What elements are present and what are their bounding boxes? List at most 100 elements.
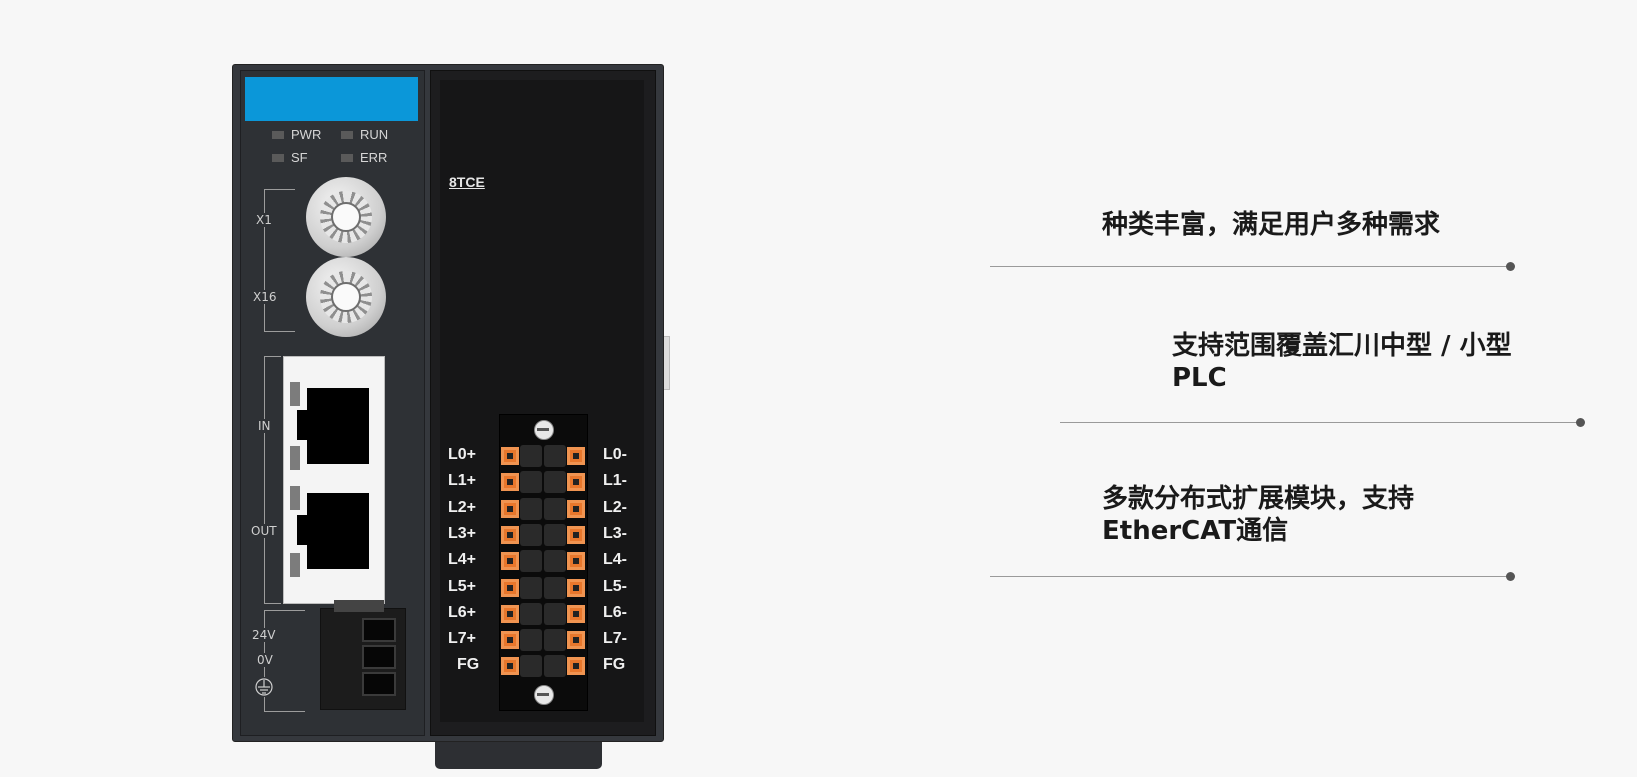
terminal-clamp-left[interactable] xyxy=(501,657,519,675)
feature-2-dot xyxy=(1576,418,1585,427)
terminal-label-left: L0+ xyxy=(448,446,477,463)
terminal-clamp-left[interactable] xyxy=(501,500,519,518)
feature-3-line1: 多款分布式扩展模块，支持 xyxy=(1102,484,1415,514)
terminal-clamp-right[interactable] xyxy=(567,447,585,465)
port-out-led xyxy=(290,486,300,510)
feature-3-text: 多款分布式扩展模块，支持 EtherCAT通信 xyxy=(1102,483,1414,547)
terminal-clamp-right[interactable] xyxy=(567,631,585,649)
rotary-switch-x16[interactable] xyxy=(306,257,386,337)
terminal-label-right: L3- xyxy=(603,525,627,542)
led-run-label: RUN xyxy=(360,127,389,142)
terminal-cell xyxy=(544,655,566,677)
terminal-label-left: FG xyxy=(457,656,480,673)
terminal-clamp-left[interactable] xyxy=(501,579,519,597)
terminal-label-right: L0- xyxy=(603,446,627,463)
terminal-cell xyxy=(544,524,566,546)
terminal-clamp-right[interactable] xyxy=(567,579,585,597)
terminal-screw-top-slot xyxy=(537,428,549,431)
terminal-clamp-right[interactable] xyxy=(567,473,585,491)
terminal-label-right: L1- xyxy=(603,472,627,489)
ethernet-port-in-tab xyxy=(297,410,309,440)
port-in-label: IN xyxy=(257,419,272,433)
feature-3-dot xyxy=(1506,572,1515,581)
led-pwr-label: PWR xyxy=(291,127,322,142)
terminal-cell xyxy=(544,445,566,467)
terminal-cell xyxy=(520,498,542,520)
led-sf-label: SF xyxy=(291,150,308,165)
terminal-label-left: L3+ xyxy=(448,525,477,542)
terminal-cell xyxy=(544,577,566,599)
rotary-x1-label: X1 xyxy=(255,213,273,227)
blue-label-strip xyxy=(245,77,418,121)
led-run-indicator xyxy=(341,131,353,139)
terminal-label-right: L6- xyxy=(603,604,627,621)
terminal-label-right: FG xyxy=(603,656,626,673)
feature-3-divider xyxy=(990,576,1510,577)
terminal-label-left: L2+ xyxy=(448,499,477,516)
power-connector-top xyxy=(334,600,384,612)
feature-1-text: 种类丰富，满足用户多种需求 xyxy=(1102,209,1440,241)
terminal-clamp-right[interactable] xyxy=(567,526,585,544)
terminal-label-right: L7- xyxy=(603,630,627,647)
terminal-cell xyxy=(520,524,542,546)
port-in-led-2 xyxy=(290,446,300,470)
power-24v-label: 24V xyxy=(251,628,277,642)
rotary-x16-label: X16 xyxy=(252,290,278,304)
terminal-cell xyxy=(520,629,542,651)
power-slot-1 xyxy=(362,618,396,642)
terminal-cell xyxy=(520,471,542,493)
port-in-led xyxy=(290,382,300,406)
terminal-cell xyxy=(544,629,566,651)
terminal-label-left: L1+ xyxy=(448,472,477,489)
power-slot-3 xyxy=(362,672,396,696)
feature-2-divider xyxy=(1060,422,1580,423)
feature-2-text: 支持范围覆盖汇川中型 / 小型 PLC xyxy=(1172,330,1512,394)
terminal-label-left: L7+ xyxy=(448,630,477,647)
terminal-cell xyxy=(520,603,542,625)
terminal-clamp-left[interactable] xyxy=(501,473,519,491)
terminal-clamp-left[interactable] xyxy=(501,447,519,465)
feature-2-line2: PLC xyxy=(1172,363,1227,393)
terminal-screw-bottom-slot xyxy=(537,693,549,696)
ground-icon xyxy=(253,677,275,697)
terminal-label-left: L4+ xyxy=(448,551,477,568)
power-slot-2 xyxy=(362,645,396,669)
ethernet-port-out[interactable] xyxy=(307,493,369,569)
terminal-clamp-right[interactable] xyxy=(567,500,585,518)
model-label: 8TCE xyxy=(449,174,485,190)
ethernet-port-out-tab xyxy=(297,515,309,545)
terminal-cell xyxy=(544,498,566,520)
terminal-cell xyxy=(520,445,542,467)
terminal-clamp-right[interactable] xyxy=(567,605,585,623)
feature-3-line2: EtherCAT通信 xyxy=(1102,516,1289,546)
terminal-label-left: L6+ xyxy=(448,604,477,621)
terminal-clamp-left[interactable] xyxy=(501,631,519,649)
terminal-label-right: L2- xyxy=(603,499,627,516)
terminal-clamp-left[interactable] xyxy=(501,552,519,570)
feature-1-line1: 种类丰富，满足用户多种需求 xyxy=(1102,210,1441,240)
led-err-indicator xyxy=(341,154,353,162)
power-0v-label: 0V xyxy=(256,653,274,667)
terminal-label-right: L5- xyxy=(603,578,627,595)
terminal-clamp-left[interactable] xyxy=(501,605,519,623)
port-out-led-2 xyxy=(290,553,300,577)
port-out-label: OUT xyxy=(250,524,278,538)
terminal-label-right: L4- xyxy=(603,551,627,568)
terminal-cell xyxy=(520,655,542,677)
rotary-switch-x1[interactable] xyxy=(306,177,386,257)
feature-2-line1: 支持范围覆盖汇川中型 / 小型 xyxy=(1172,331,1512,361)
feature-1-dot xyxy=(1506,262,1515,271)
terminal-cell xyxy=(544,550,566,572)
terminal-cell xyxy=(520,550,542,572)
terminal-label-left: L5+ xyxy=(448,578,477,595)
ethernet-bracket xyxy=(264,356,281,604)
rotary-bracket xyxy=(264,189,295,332)
feature-1-divider xyxy=(990,266,1510,267)
terminal-cell xyxy=(544,603,566,625)
terminal-clamp-left[interactable] xyxy=(501,526,519,544)
terminal-clamp-right[interactable] xyxy=(567,657,585,675)
terminal-clamp-right[interactable] xyxy=(567,552,585,570)
ethernet-port-in[interactable] xyxy=(307,388,369,464)
led-sf-indicator xyxy=(272,154,284,162)
terminal-cell xyxy=(544,471,566,493)
